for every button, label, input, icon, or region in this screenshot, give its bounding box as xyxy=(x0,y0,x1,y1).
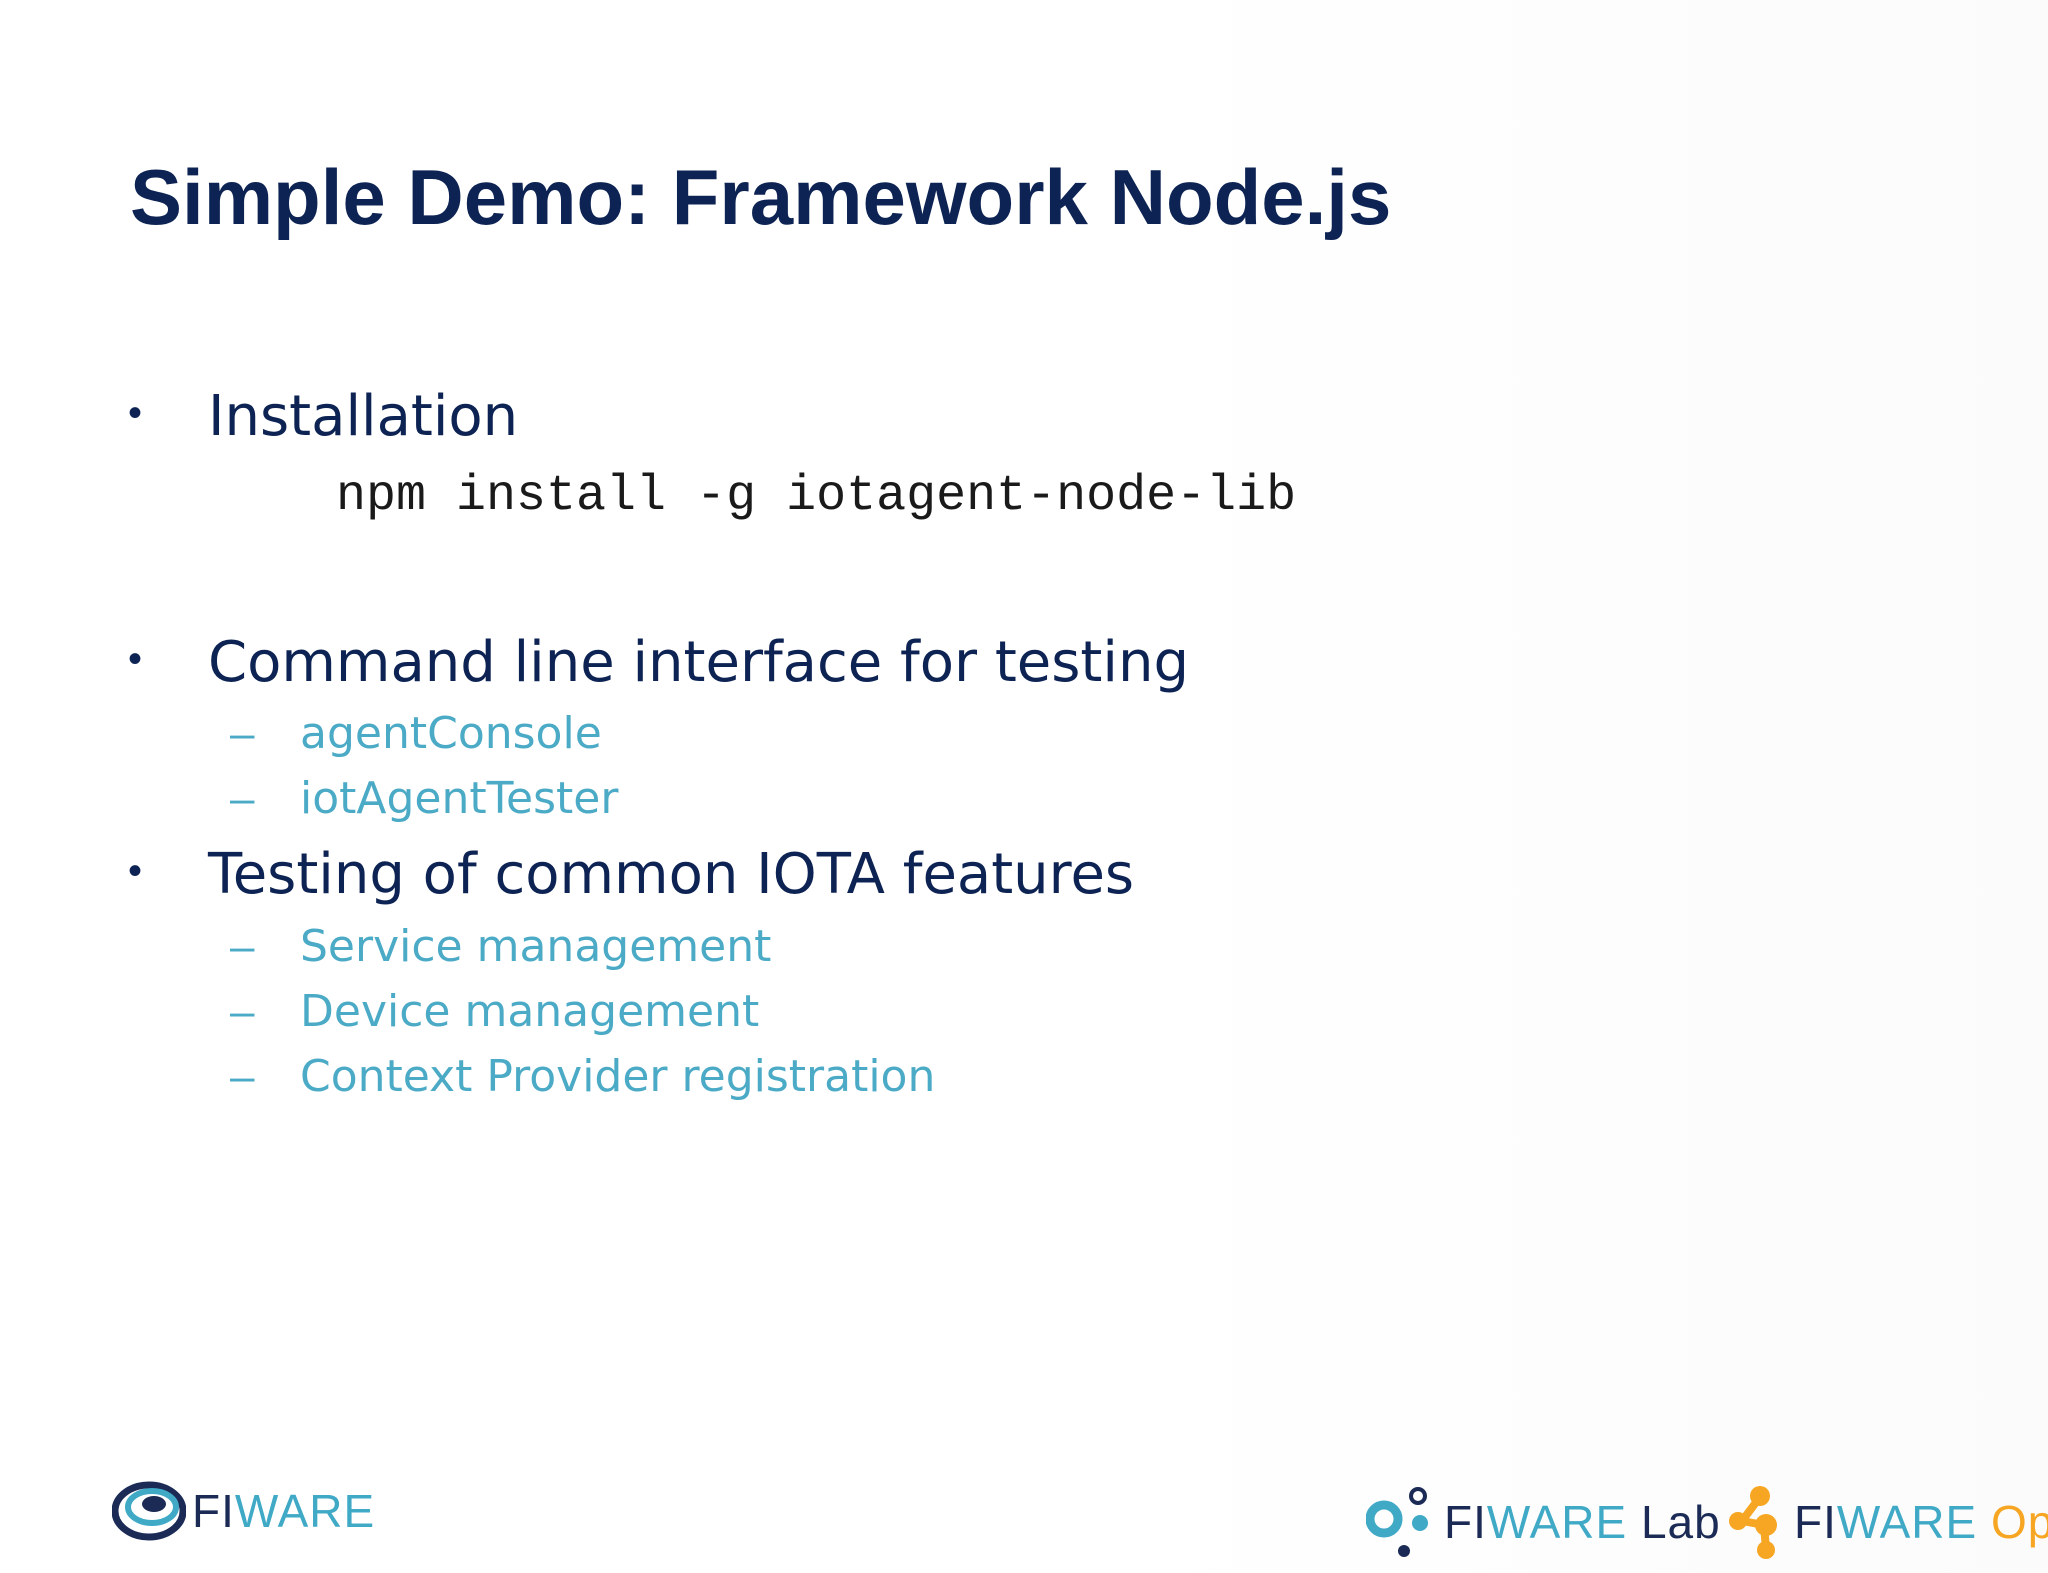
fiware-logo: FIWARE xyxy=(112,1476,375,1546)
sub-marker: – xyxy=(230,987,255,1036)
bullet-text: Testing of common IOTA features xyxy=(208,842,1135,907)
fiware-ops-logo: FIWARE Ops xyxy=(1726,1482,2048,1562)
sub-text: iotAgentTester xyxy=(300,773,619,824)
install-command: npm install -g iotagent-node-lib xyxy=(336,468,1297,525)
bullet-text: Installation xyxy=(208,384,519,449)
sub-marker: – xyxy=(230,774,255,823)
sub-marker: – xyxy=(230,1052,255,1101)
sub-item-service-management: –Service management xyxy=(230,921,771,972)
sub-text: Service management xyxy=(300,921,772,972)
sub-item-agent-console: –agentConsole xyxy=(230,708,602,759)
sub-text: Device management xyxy=(300,986,760,1037)
sub-text: agentConsole xyxy=(300,708,602,759)
fiware-lab-dots-icon xyxy=(1366,1487,1428,1557)
bullet-marker: • xyxy=(128,637,143,682)
fiware-lab-logo: FIWARE Lab xyxy=(1366,1482,1721,1562)
slide-title: Simple Demo: Framework Node.js xyxy=(130,153,1392,241)
bullet-text: Command line interface for testing xyxy=(208,630,1189,695)
fiware-ops-logo-text: FIWARE Ops xyxy=(1794,1496,2048,1548)
sub-text: Context Provider registration xyxy=(300,1051,936,1102)
sub-marker: – xyxy=(230,709,255,758)
fiware-ops-nodes-icon xyxy=(1729,1486,1777,1559)
sub-item-context-provider: –Context Provider registration xyxy=(230,1051,935,1102)
sub-item-device-management: –Device management xyxy=(230,986,759,1037)
bullet-marker: • xyxy=(128,391,143,436)
sub-item-iot-agent-tester: –iotAgentTester xyxy=(230,773,618,824)
bullet-command-line: • Command line interface for testing xyxy=(128,630,1189,695)
fiware-logo-text: FIWARE xyxy=(192,1485,376,1537)
bullet-installation: • Installation xyxy=(128,384,518,449)
fiware-lab-logo-text: FIWARE Lab xyxy=(1444,1496,1721,1548)
bullet-testing-features: • Testing of common IOTA features xyxy=(128,842,1134,907)
bullet-marker: • xyxy=(128,849,143,894)
fiware-swirl-icon xyxy=(112,1481,186,1541)
sub-marker: – xyxy=(230,922,255,971)
